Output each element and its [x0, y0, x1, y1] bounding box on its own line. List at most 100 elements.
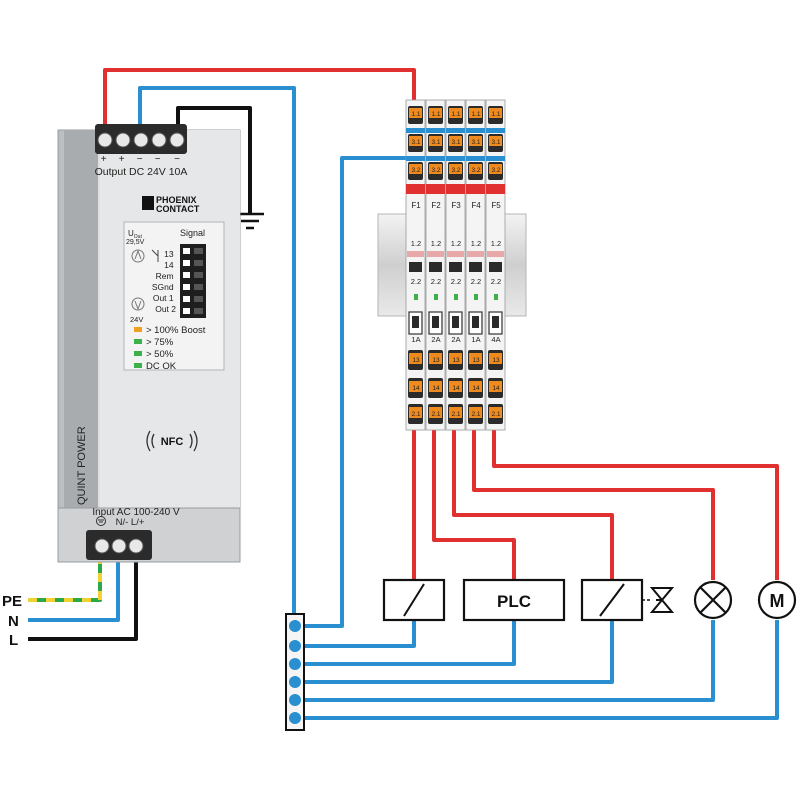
channel-rating: 4A — [491, 335, 500, 344]
psu-side-strip — [64, 130, 98, 508]
top-terminal-3-lever[interactable] — [409, 164, 422, 174]
bottom-terminal-3-label: 2.1 — [411, 411, 420, 418]
nfc-icon — [146, 430, 198, 452]
n-wire — [28, 548, 120, 622]
channel-led — [454, 294, 458, 300]
bridge-plus — [426, 128, 445, 133]
svg-text:UOut: UOut — [128, 229, 142, 240]
contact-1-label: 1.2 — [411, 239, 421, 248]
top-terminal-1-lever[interactable] — [489, 108, 502, 118]
channel-led — [414, 294, 418, 300]
channel-rating: 2A — [431, 335, 440, 344]
plc-label: PLC — [497, 592, 531, 611]
bridge-plus — [466, 128, 485, 133]
top-terminal-2-lever[interactable] — [429, 136, 442, 146]
contact-1-label: 1.2 — [431, 239, 441, 248]
channel-name: F4 — [471, 201, 481, 210]
reset-button[interactable] — [429, 262, 442, 272]
bridge-minus — [426, 156, 445, 161]
bottom-terminal-1-lever[interactable] — [489, 353, 502, 364]
status-window — [447, 251, 464, 257]
output-polarity-2: + — [119, 154, 125, 165]
top-terminal-2-lever[interactable] — [409, 136, 422, 146]
top-terminal-2-lever[interactable] — [449, 136, 462, 146]
reset-button[interactable] — [409, 262, 422, 272]
bottom-terminal-1-lever[interactable] — [449, 353, 462, 364]
output-screws — [97, 132, 185, 148]
nfc-label: NFC — [161, 436, 184, 448]
top-terminal-3-lever[interactable] — [429, 164, 442, 174]
top-terminal-1-lever[interactable] — [429, 108, 442, 118]
bottom-terminal-2-lever[interactable] — [489, 381, 502, 392]
loads: PLC M — [382, 578, 797, 622]
bottom-terminal-3-lever[interactable] — [489, 407, 502, 418]
channel-led — [434, 294, 438, 300]
bottom-terminal-1-lever[interactable] — [429, 353, 442, 364]
top-terminal-2-lever[interactable] — [469, 136, 482, 146]
bottom-terminal-3-lever[interactable] — [409, 407, 422, 418]
bottom-terminal-2-lever[interactable] — [409, 381, 422, 392]
top-terminal-1-lever[interactable] — [449, 108, 462, 118]
channel-switch-knob — [412, 316, 419, 328]
top-terminal-2-lever[interactable] — [489, 136, 502, 146]
channel-name: F5 — [491, 201, 501, 210]
bottom-terminal-1-label: 13 — [452, 357, 460, 364]
output-label: Output DC 24V 10A — [95, 166, 188, 178]
bottom-terminal-3-lever[interactable] — [429, 407, 442, 418]
load1-return-wire — [300, 620, 416, 648]
contact-2-label: 2.2 — [491, 277, 501, 286]
distribution-bar — [285, 613, 305, 731]
top-terminal-1-lever[interactable] — [469, 108, 482, 118]
valve-coil — [580, 578, 650, 622]
output-polarity-1: + — [101, 154, 107, 165]
relay-contact-icon — [151, 249, 159, 262]
channel-switch-knob — [432, 316, 439, 328]
status-legend: > 100% Boost > 75% > 50% DC OK — [134, 325, 208, 372]
brand-line-2: CONTACT — [156, 204, 200, 214]
svg-text:PE N L: PE N L — [2, 593, 26, 649]
bridge-plus — [486, 128, 505, 133]
svg-text:> 100% Boost > 75%: > 100% Boost > 75% > 50% DC OK — [146, 325, 208, 372]
reset-button[interactable] — [489, 262, 502, 272]
signal-pin-4: SGnd — [152, 282, 174, 292]
uout-sub: Out — [134, 234, 143, 240]
contact-2-label: 2.2 — [451, 277, 461, 286]
channel-led — [494, 294, 498, 300]
channel-switch-knob — [492, 316, 499, 328]
bottom-terminal-2-lever[interactable] — [429, 381, 442, 392]
reset-button[interactable] — [449, 262, 462, 272]
bridge-minus — [466, 156, 485, 161]
bottom-terminal-2-lever[interactable] — [449, 381, 462, 392]
bottom-terminal-3-label: 2.1 — [431, 411, 440, 418]
status-led-boost — [134, 327, 142, 332]
top-terminal-3-lever[interactable] — [489, 164, 502, 174]
bottom-terminal-3-label: 2.1 — [451, 411, 460, 418]
bottom-terminal-2-lever[interactable] — [469, 381, 482, 392]
bottom-terminal-1-lever[interactable] — [409, 353, 422, 364]
reset-button[interactable] — [469, 262, 482, 272]
channel-rating: 1A — [471, 335, 480, 344]
bottom-terminal-1-lever[interactable] — [469, 353, 482, 364]
negative-feed-wire — [138, 86, 296, 618]
channel-led — [474, 294, 478, 300]
bottom-terminal-3-lever[interactable] — [469, 407, 482, 418]
brand-logo-icon — [142, 196, 154, 210]
top-terminal-1-lever[interactable] — [409, 108, 422, 118]
status-led-75 — [134, 339, 142, 344]
bottom-terminal-3-lever[interactable] — [449, 407, 462, 418]
channel-name: F3 — [451, 201, 461, 210]
status-led-dcok — [134, 363, 142, 368]
top-terminal-3-lever[interactable] — [449, 164, 462, 174]
f4-output-wire — [472, 428, 715, 580]
output-polarity-3: − — [137, 154, 143, 165]
top-terminal-2-label: 3.1 — [431, 139, 440, 146]
uout-max: 29,5V — [126, 239, 145, 246]
top-terminal-3-lever[interactable] — [469, 164, 482, 174]
top-terminal-1-label: 1.1 — [411, 111, 420, 118]
output-polarity-5: − — [174, 154, 180, 165]
lamp-icon — [693, 580, 733, 620]
ground-symbol-icon — [236, 212, 264, 230]
load3-return-wire — [300, 620, 614, 684]
bottom-terminal-2-label: 14 — [492, 385, 500, 392]
